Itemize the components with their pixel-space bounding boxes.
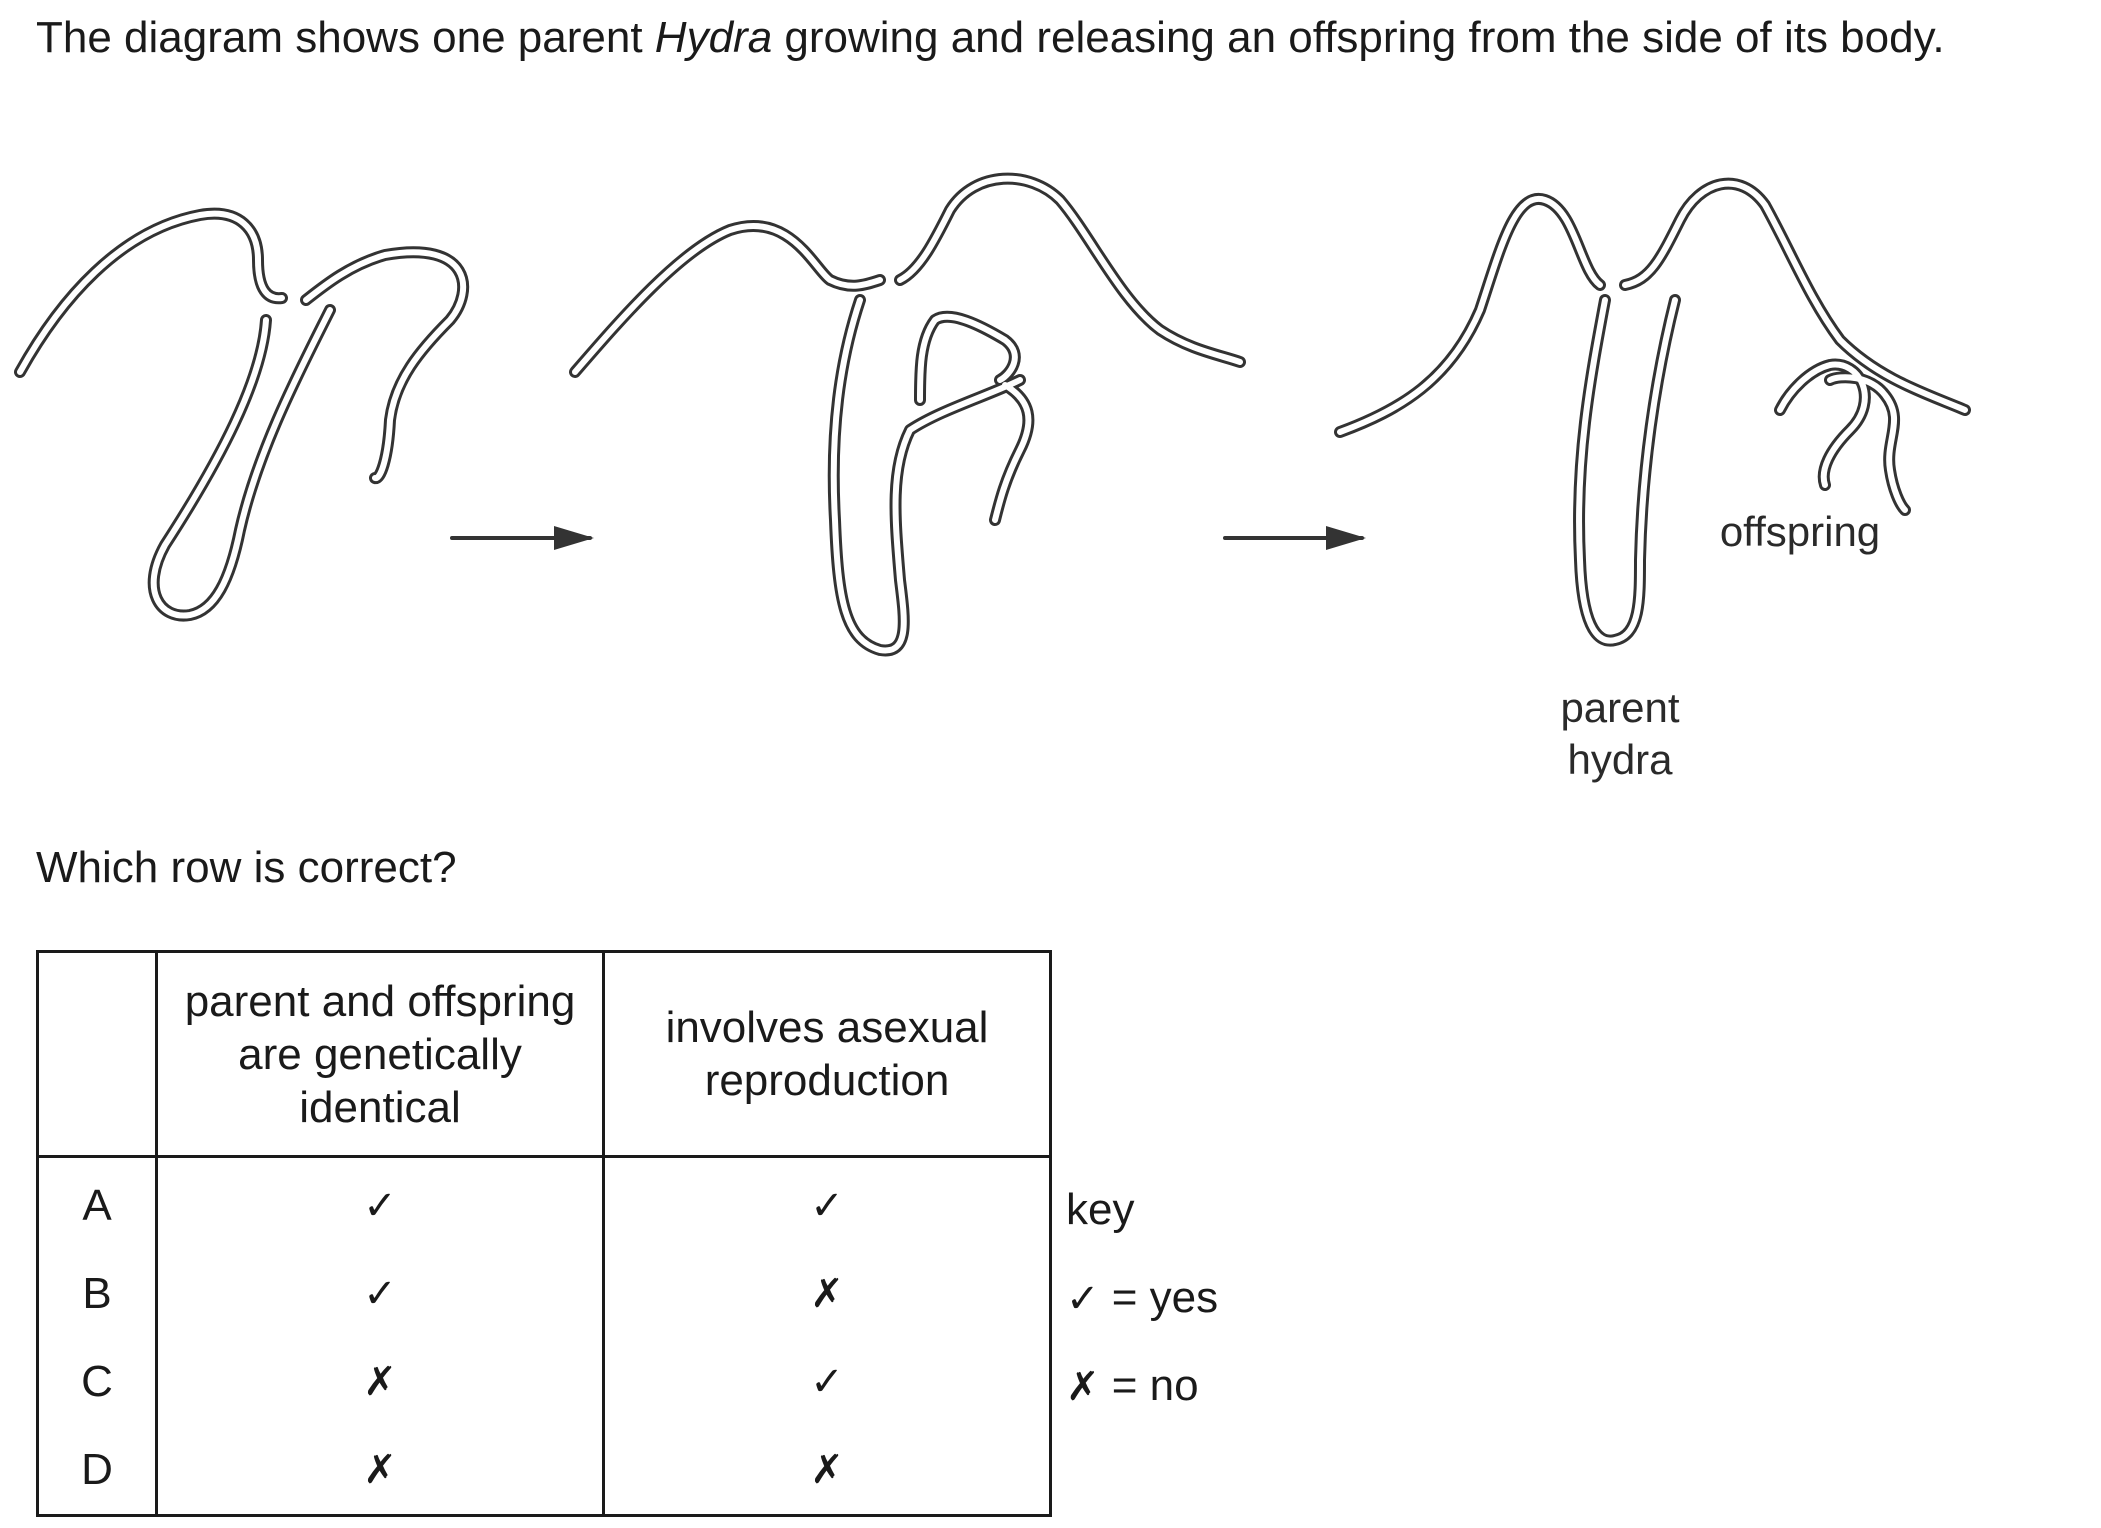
table-row[interactable]: C ✗ ✓ (36, 1338, 1052, 1426)
question-intro: The diagram shows one parent Hydra growi… (36, 10, 2031, 66)
mark-cell: ✓ (602, 1156, 1052, 1250)
mark-cell: ✗ (602, 1426, 1052, 1517)
mark-cell: ✓ (155, 1156, 605, 1250)
check-icon: ✓ (1066, 1276, 1100, 1322)
offspring-label: offspring (1719, 508, 1881, 555)
table-row[interactable]: A ✓ ✓ (36, 1156, 1052, 1250)
key-no-text: = no (1099, 1361, 1199, 1410)
mark-cell: ✗ (155, 1338, 605, 1426)
answer-table: parent and offspring are genetically ide… (36, 950, 1052, 1517)
mark-cell: ✓ (602, 1338, 1052, 1426)
key-title: key (1066, 1185, 1135, 1234)
key-yes: ✓ = yes (1066, 1270, 1218, 1327)
key-yes-text: = yes (1099, 1273, 1219, 1322)
parent-label-line1: parent (1560, 684, 1680, 731)
mark-cell: ✓ (155, 1250, 605, 1338)
cross-icon: ✗ (1066, 1364, 1100, 1410)
hydra-budding-diagram (14, 172, 1971, 657)
option-letter[interactable]: D (36, 1426, 158, 1517)
key-no: ✗ = no (1066, 1358, 1199, 1415)
header-blank-cell (36, 950, 158, 1158)
parent-hydra-label: parent hydra (1530, 682, 1710, 786)
mark-cell: ✗ (602, 1250, 1052, 1338)
header-asexual-reproduction: involves asexual reproduction (602, 950, 1052, 1158)
mark-cell: ✗ (155, 1426, 605, 1517)
option-letter[interactable]: C (36, 1338, 158, 1426)
hydra-stage-3 (1334, 177, 1971, 647)
intro-text-after: growing and releasing an offspring from … (772, 13, 1945, 62)
option-letter[interactable]: A (36, 1156, 158, 1250)
header-genetically-identical: parent and offspring are genetically ide… (155, 950, 605, 1158)
table-row[interactable]: B ✓ ✗ (36, 1250, 1052, 1338)
option-letter[interactable]: B (36, 1250, 158, 1338)
hydra-stage-2 (569, 172, 1246, 657)
question-prompt: Which row is correct? (36, 843, 457, 892)
table-row[interactable]: D ✗ ✗ (36, 1426, 1052, 1517)
intro-italic-hydra: Hydra (654, 13, 773, 62)
intro-text-before: The diagram shows one parent (36, 13, 655, 62)
hydra-stage-1 (14, 207, 470, 622)
parent-label-line2: hydra (1567, 736, 1673, 783)
